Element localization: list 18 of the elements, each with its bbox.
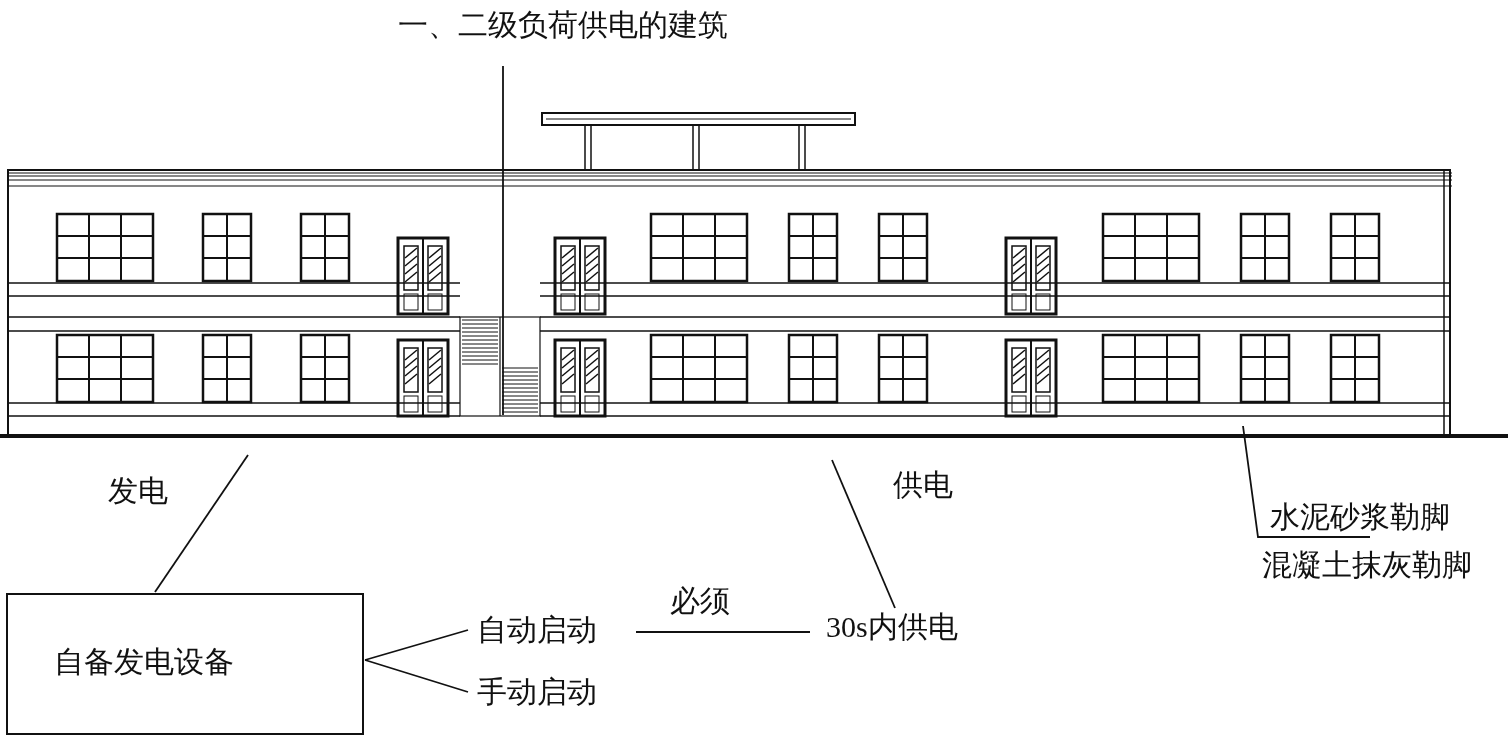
connector-line	[154, 454, 249, 593]
edge-label: 必须	[670, 584, 730, 618]
connector-line	[635, 631, 811, 633]
material-note: 混凝土抹灰勒脚	[1262, 548, 1472, 582]
requirement-text: 30s内供电	[826, 610, 958, 644]
equipment-box	[6, 593, 364, 735]
leader-line	[1242, 425, 1371, 538]
box-label: 自备发电设备	[54, 645, 234, 679]
leader-line	[502, 65, 504, 416]
heading-text: 一、二级负荷供电的建筑	[398, 8, 728, 42]
option-text: 自动启动	[477, 613, 597, 647]
material-note: 水泥砂浆勒脚	[1270, 500, 1450, 534]
option-text: 手动启动	[477, 675, 597, 709]
connector-line	[364, 659, 469, 693]
connector-line	[364, 629, 469, 661]
connector-line	[831, 459, 896, 609]
edge-label: 发电	[108, 474, 168, 508]
edge-label: 供电	[893, 468, 953, 502]
